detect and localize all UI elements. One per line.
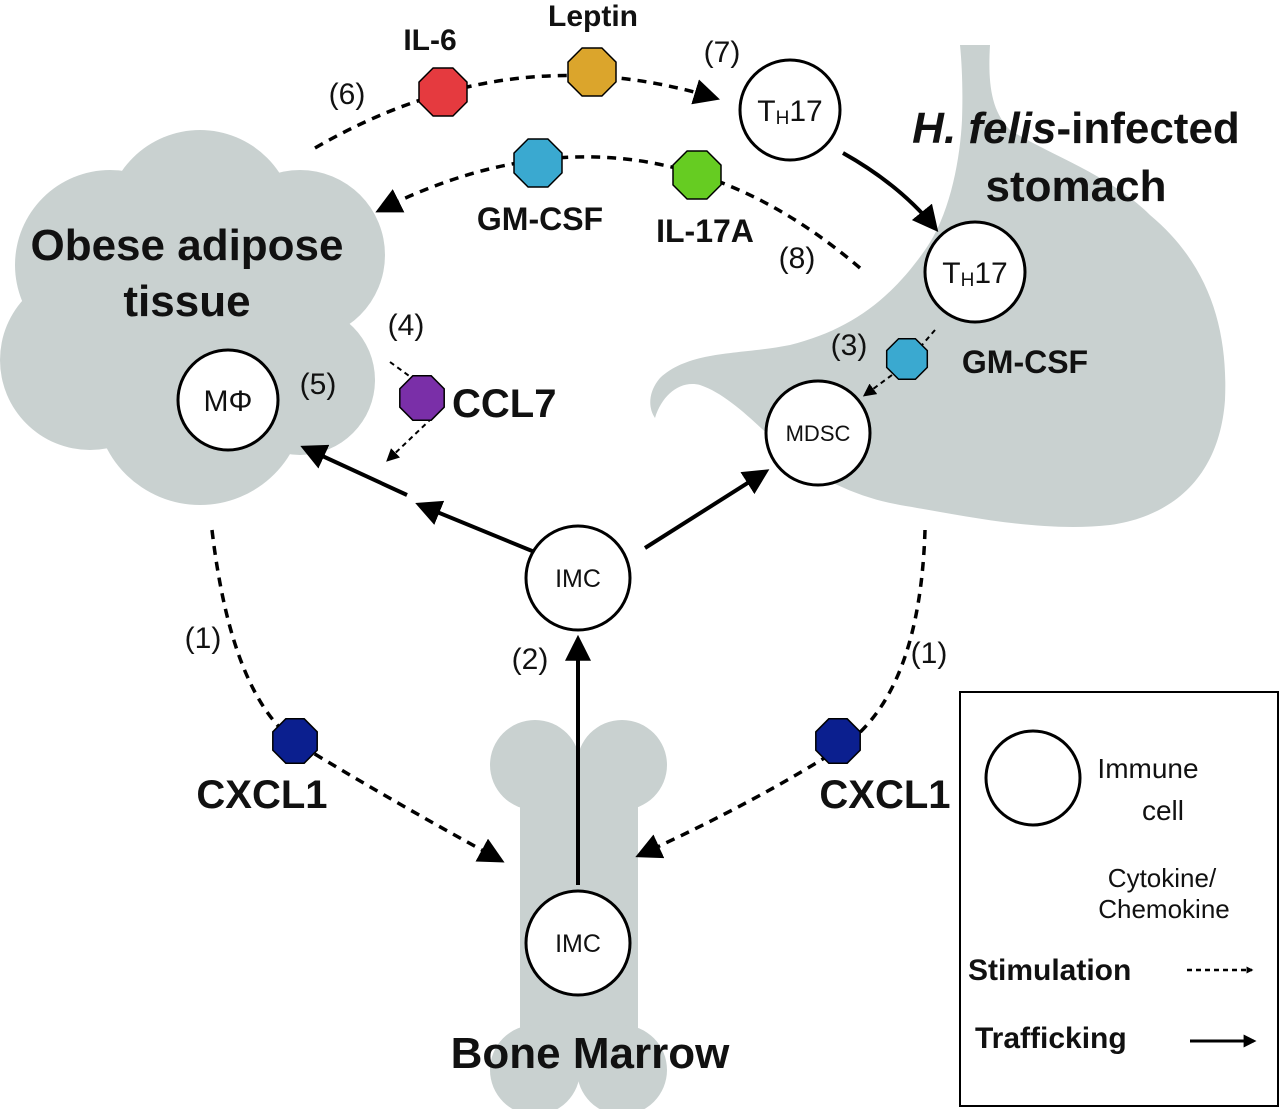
step-8: (8) xyxy=(779,242,816,275)
arrow-stomach-to-adipose xyxy=(375,155,862,270)
step-2: (2) xyxy=(512,643,549,676)
legend-stimulation-label: Stimulation xyxy=(968,954,1131,987)
imc-cell-center: IMC xyxy=(524,524,632,632)
gmcsf-octagon-top xyxy=(513,138,563,188)
il6-octagon xyxy=(418,67,468,117)
ccl7-label: CCL7 xyxy=(452,382,556,426)
arrow-imc-to-macrophage xyxy=(300,444,408,497)
ccl7-octagon xyxy=(399,375,445,421)
bone-marrow-shape xyxy=(490,720,667,1109)
legend-trafficking-label: Trafficking xyxy=(975,1022,1127,1055)
legend-immune-cell-circle xyxy=(984,729,1082,827)
macrophage-cell: MΦ xyxy=(176,348,280,452)
legend-cytokine-line2: Chemokine xyxy=(1098,894,1230,924)
leptin-octagon xyxy=(567,47,617,97)
step-7: (7) xyxy=(704,36,741,69)
imc-bone-label: IMC xyxy=(555,930,601,958)
step-1-left: (1) xyxy=(185,622,222,655)
bone-marrow-label: Bone Marrow xyxy=(451,1029,730,1078)
legend: Immune cell Cytokine/ Chemokine Stimulat… xyxy=(959,691,1279,1107)
th17-cell-stomach: TH17 xyxy=(923,220,1027,324)
cxcl1-octagon-right xyxy=(815,718,861,764)
arrow-imc-to-adipose xyxy=(415,500,538,555)
step-6: (6) xyxy=(329,78,366,111)
arrow-stomach-cxcl1-to-bone xyxy=(635,529,927,859)
step-1-right: (1) xyxy=(911,637,948,670)
svg-text:TH17: TH17 xyxy=(757,95,822,129)
th17-cell-top: TH17 xyxy=(738,58,842,162)
il6-label: IL-6 xyxy=(403,24,456,57)
legend-cytokine-line1: Cytokine/ xyxy=(1108,863,1217,893)
legend-immune-line1: Immune xyxy=(1097,753,1198,784)
step-4: (4) xyxy=(388,309,425,342)
il17a-octagon xyxy=(672,150,722,200)
adipose-label-line1: Obese adipose xyxy=(30,221,343,270)
svg-text:TH17: TH17 xyxy=(942,257,1007,291)
mdsc-cell: MDSC xyxy=(764,379,872,487)
gmcsf-stomach-label: GM-CSF xyxy=(962,344,1088,380)
arrow-gmcsf-to-mdsc xyxy=(865,329,936,395)
trafficking-arrows xyxy=(300,151,939,885)
stomach-label-line2: stomach xyxy=(986,162,1167,211)
macrophage-label: MΦ xyxy=(204,385,253,418)
legend-immune-line2: cell xyxy=(1142,795,1184,826)
adipose-label-line2: tissue xyxy=(123,277,250,326)
il17a-label: IL-17A xyxy=(656,213,754,249)
arrow-ccl7-stimulation xyxy=(388,361,433,460)
arrow-th17-to-stomach-th17 xyxy=(842,151,939,233)
step-5: (5) xyxy=(300,368,337,401)
cxcl1-octagon-left xyxy=(272,718,318,764)
stimulation-arrows xyxy=(210,73,936,863)
cxcl1-left-label: CXCL1 xyxy=(196,773,327,817)
gmcsf-top-label: GM-CSF xyxy=(477,201,603,237)
imc-center-label: IMC xyxy=(555,565,601,593)
step-3: (3) xyxy=(831,329,868,362)
mdsc-label: MDSC xyxy=(786,421,851,446)
cxcl1-right-label: CXCL1 xyxy=(819,773,950,817)
imc-cell-bone: IMC xyxy=(524,889,632,997)
leptin-label: Leptin xyxy=(548,0,638,33)
gmcsf-octagon-stomach xyxy=(885,337,929,381)
arrow-imc-to-mdsc xyxy=(643,469,770,550)
stomach-label-line1: H. felis-infected xyxy=(912,104,1240,153)
arrow-adipose-to-th17 xyxy=(314,73,720,150)
